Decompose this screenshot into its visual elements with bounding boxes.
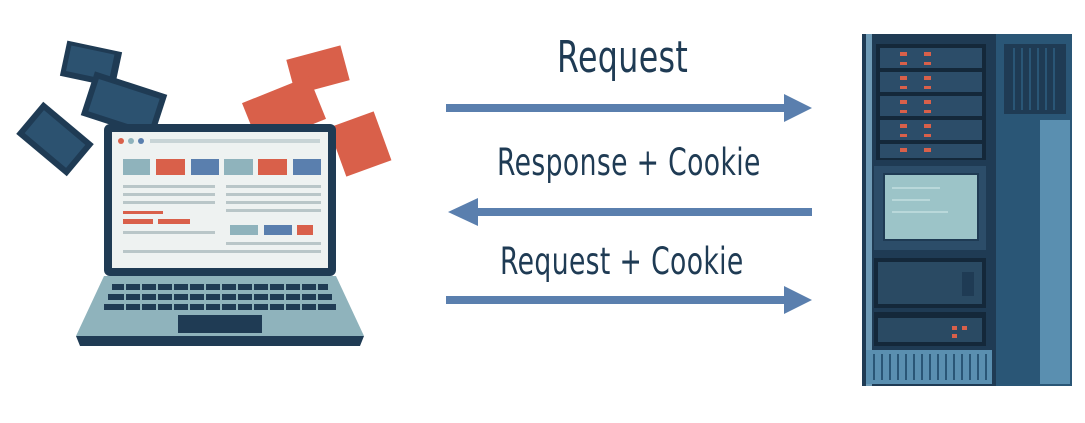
request-label: Request	[557, 32, 689, 83]
photo-card-icon	[328, 111, 392, 177]
photo-card-icon	[16, 101, 94, 177]
response-arrow	[448, 198, 812, 226]
drive-bays	[876, 44, 986, 160]
photo-card-icon	[80, 71, 168, 139]
server-rack-icon	[862, 34, 1072, 386]
request-cookie-arrow	[446, 286, 812, 314]
laptop-icon	[16, 40, 392, 346]
response-cookie-label: Response + Cookie	[497, 141, 761, 184]
request-arrow	[446, 94, 812, 122]
request-cookie-label: Request + Cookie	[500, 240, 744, 283]
